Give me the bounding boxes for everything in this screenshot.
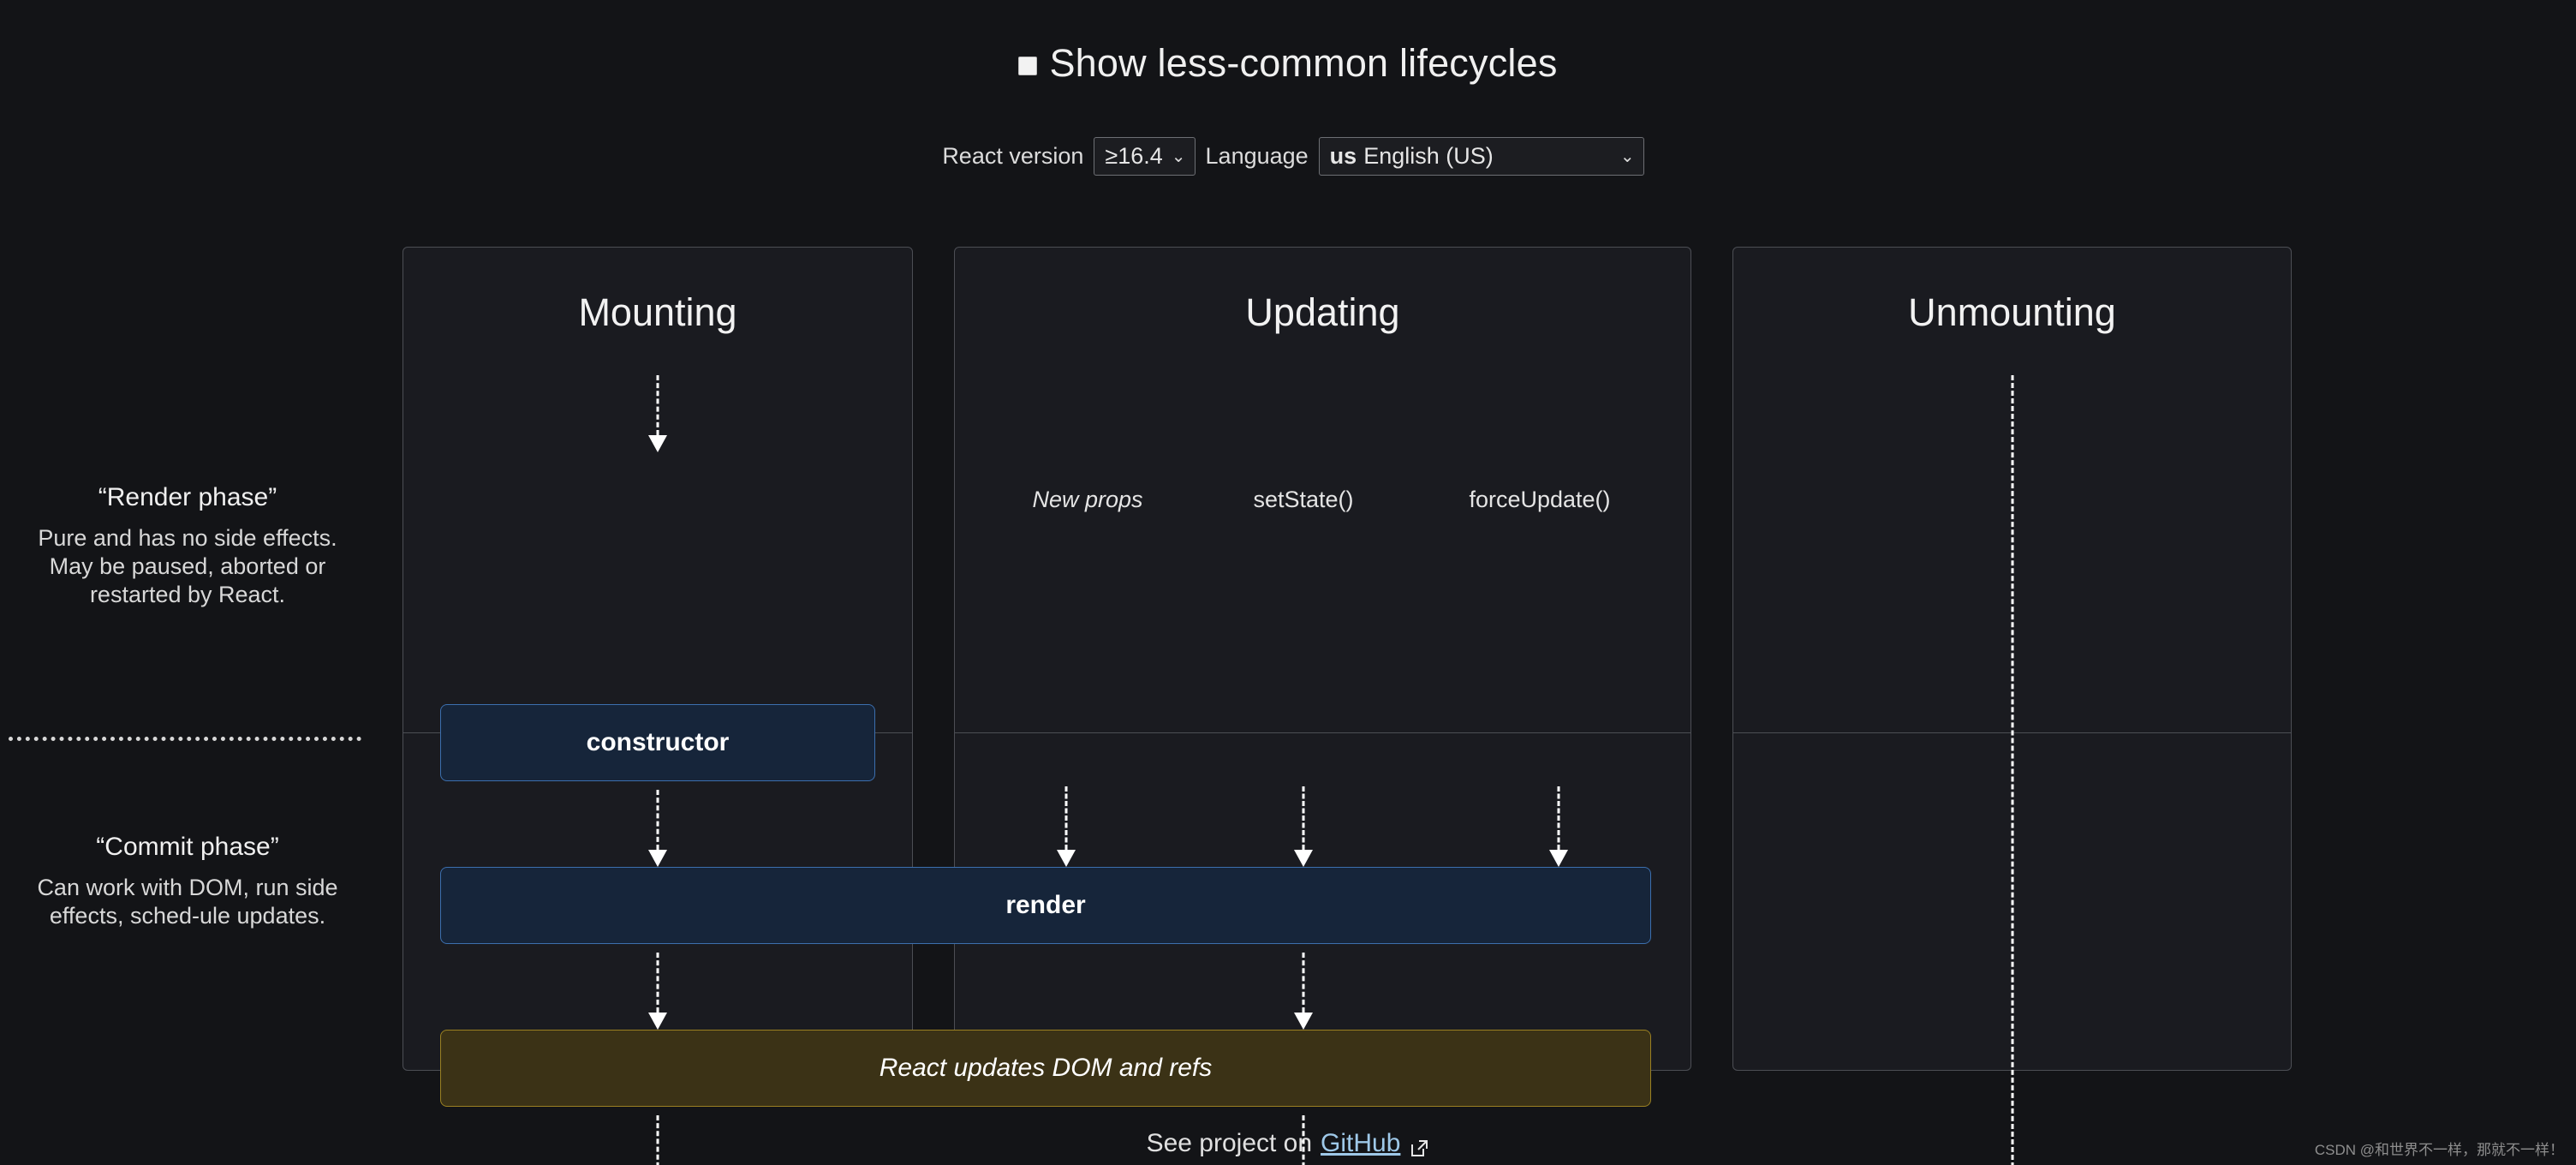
trigger-new-props: New props	[1032, 487, 1143, 512]
arrow-render-to-react-dom-update	[1293, 953, 1314, 1030]
arrow-constructor-to-render	[647, 790, 668, 867]
column-title-unmounting: Unmounting	[1908, 290, 2116, 334]
column-mounting: Mounting	[402, 247, 913, 1071]
lifecycle-box-constructor[interactable]: constructor	[440, 704, 875, 781]
lifecycle-box-react-updates-dom-label: React updates DOM and refs	[879, 1054, 1213, 1082]
trigger-set-state: setState()	[1253, 487, 1354, 512]
phase-dotted-separator	[9, 737, 361, 741]
react-version-select[interactable]: ≥16.4 ⌄	[1094, 137, 1196, 176]
lifecycle-box-constructor-label: constructor	[586, 728, 730, 756]
commit-phase-title: “Commit phase”	[96, 833, 279, 861]
arrow-title-to-will-unmount	[2002, 375, 2023, 1165]
trigger-force-update: forceUpdate()	[1469, 487, 1611, 512]
lifecycle-diagram: “Render phase” Pure and has no side effe…	[0, 247, 2576, 1165]
external-link-icon	[1409, 1136, 1429, 1156]
language-select[interactable]: us English (US) ⌄	[1318, 137, 1644, 176]
lifecycle-box-render-label: render	[1005, 891, 1086, 919]
show-less-common-toggle[interactable]: Show less-common lifecycles	[0, 41, 2576, 86]
render-phase-title: “Render phase”	[98, 483, 277, 511]
watermark: CSDN @和世界不一样，那就不一样！	[2314, 1142, 2564, 1158]
phase-divider-updating	[955, 732, 1690, 733]
github-link[interactable]: GitHub	[1321, 1129, 1401, 1157]
show-less-common-checkbox[interactable]	[1018, 57, 1038, 75]
arrow-react-dom-to-did-mount	[647, 1115, 668, 1165]
footer-text: See project on	[1146, 1129, 1313, 1157]
lifecycle-box-render[interactable]: render	[440, 867, 1651, 944]
arrow-force-update-to-render	[1548, 786, 1569, 867]
language-code: us	[1329, 143, 1357, 169]
phase-label-column: “Render phase” Pure and has no side effe…	[0, 247, 375, 1071]
render-phase-label: “Render phase” Pure and has no side effe…	[0, 483, 375, 609]
language-value: English (US)	[1363, 143, 1494, 169]
commit-phase-description: Can work with DOM, run side effects, sch…	[37, 875, 338, 929]
show-less-common-label: Show less-common lifecycles	[1049, 41, 1558, 85]
arrow-render-to-react-dom-mount	[647, 953, 668, 1030]
column-title-mounting: Mounting	[578, 290, 737, 334]
column-title-updating: Updating	[1245, 290, 1400, 334]
lifecycle-box-react-updates-dom: React updates DOM and refs	[440, 1030, 1651, 1107]
footer: See project on GitHub	[0, 1129, 2576, 1158]
chevron-down-icon: ⌄	[1171, 146, 1186, 166]
language-value-group: us English (US)	[1330, 143, 1494, 170]
column-updating: Updating	[954, 247, 1691, 1071]
react-version-value: ≥16.4	[1105, 143, 1163, 169]
arrow-react-dom-to-did-update	[1293, 1115, 1314, 1165]
commit-phase-label: “Commit phase” Can work with DOM, run si…	[0, 833, 375, 930]
chevron-down-icon: ⌄	[1619, 146, 1635, 166]
arrow-set-state-to-render	[1293, 786, 1314, 867]
controls-row: React version ≥16.4 ⌄ Language us Englis…	[0, 137, 2576, 176]
react-version-label: React version	[942, 143, 1084, 169]
render-phase-description: Pure and has no side effects. May be pau…	[38, 525, 337, 607]
arrow-title-to-constructor	[647, 375, 668, 452]
arrow-new-props-to-render	[1056, 786, 1076, 867]
language-label: Language	[1205, 143, 1309, 169]
